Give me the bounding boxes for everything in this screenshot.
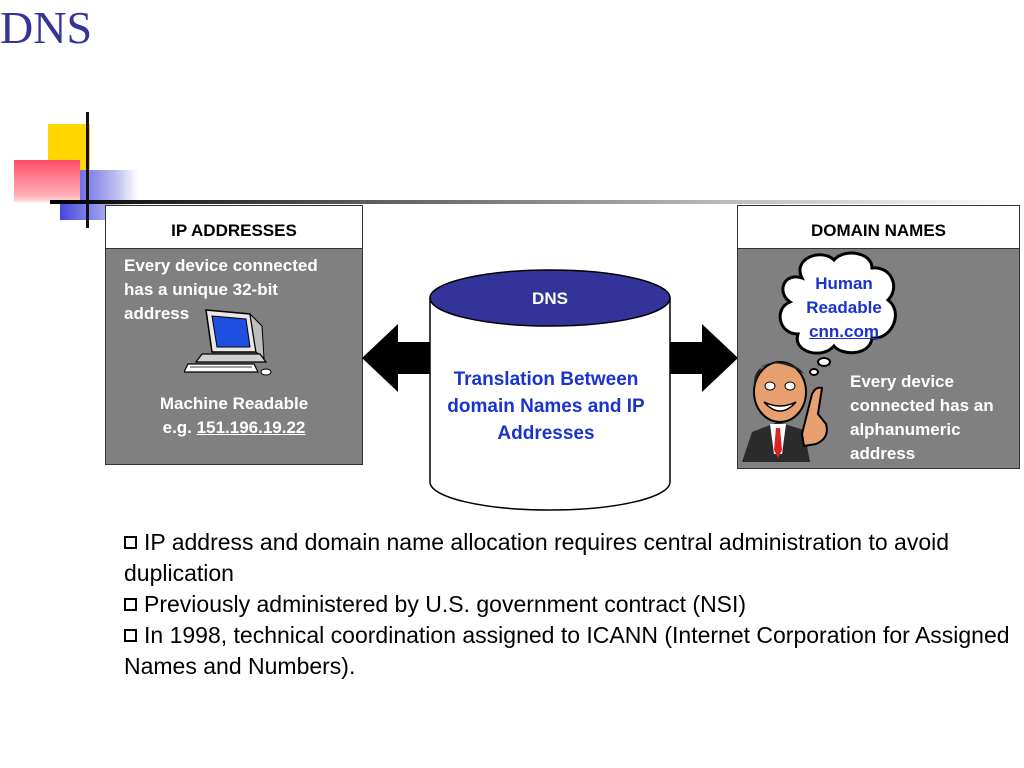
ip-description-line: address	[124, 304, 190, 323]
bullet-text: IP address and domain name allocation re…	[124, 529, 950, 586]
checkbox-square-icon	[124, 598, 137, 611]
bullet-list: IP address and domain name allocation re…	[124, 527, 1024, 682]
computer-icon	[184, 309, 272, 376]
slide-title: DNS	[0, 2, 93, 53]
ip-description-line: has a unique 32-bit	[124, 280, 278, 299]
dns-cylinder-label: DNS	[532, 289, 568, 308]
left-arrow-icon	[362, 324, 432, 392]
ip-example-value: 151.196.19.22	[196, 418, 306, 437]
bullet-item: Previously administered by U.S. governme…	[124, 589, 1024, 620]
ip-addresses-header: IP ADDRESSES	[106, 206, 362, 249]
domain-description-line: address	[850, 444, 916, 463]
bullet-item: In 1998, technical coordination assigned…	[124, 620, 1024, 682]
decor-horizontal-line	[50, 200, 1020, 204]
dns-caption-line: Addresses	[497, 423, 595, 444]
thought-line: Human	[815, 274, 873, 293]
ip-addresses-box: IP ADDRESSES Every device connected has …	[105, 205, 363, 465]
checkbox-square-icon	[124, 536, 137, 549]
ip-example: e.g. 151.196.19.22	[106, 416, 362, 440]
ip-description: Every device connected has a unique 32-b…	[124, 254, 364, 326]
dns-caption-line: domain Names and IP	[447, 396, 645, 417]
domain-description-line: Every device	[850, 372, 954, 391]
ip-description-line: Every device connected	[124, 256, 318, 275]
domain-names-box: DOMAIN NAMES Human Readable cnn.com Ever…	[737, 205, 1020, 469]
thought-cloud-icon	[778, 251, 897, 376]
checkbox-square-icon	[124, 629, 137, 642]
dns-caption: Translation Between domain Names and IP …	[420, 366, 672, 447]
machine-readable-label: Machine Readable	[159, 394, 309, 413]
ip-example-prefix: e.g.	[162, 418, 192, 437]
bullet-text: Previously administered by U.S. governme…	[144, 591, 747, 617]
right-arrow-icon	[668, 324, 738, 392]
domain-names-header: DOMAIN NAMES	[738, 206, 1019, 249]
decor-vertical-line	[86, 112, 89, 228]
domain-description-line: connected has an	[850, 396, 994, 415]
domain-description: Every device connected has an alphanumer…	[850, 370, 1020, 466]
decor-red-square	[14, 160, 80, 202]
dns-cylinder	[429, 269, 671, 511]
bullet-text: In 1998, technical coordination assigned…	[124, 622, 1010, 679]
bullet-item: IP address and domain name allocation re…	[124, 527, 1024, 589]
ip-machine-readable: Machine Readable e.g. 151.196.19.22	[106, 392, 362, 440]
domain-description-line: alphanumeric	[850, 420, 961, 439]
thought-example-domain: cnn.com	[809, 322, 879, 341]
dns-caption-line: Translation Between	[453, 369, 639, 390]
thought-text: Human Readable cnn.com	[784, 272, 904, 344]
thought-line: Readable	[806, 298, 882, 317]
person-icon	[742, 361, 828, 462]
